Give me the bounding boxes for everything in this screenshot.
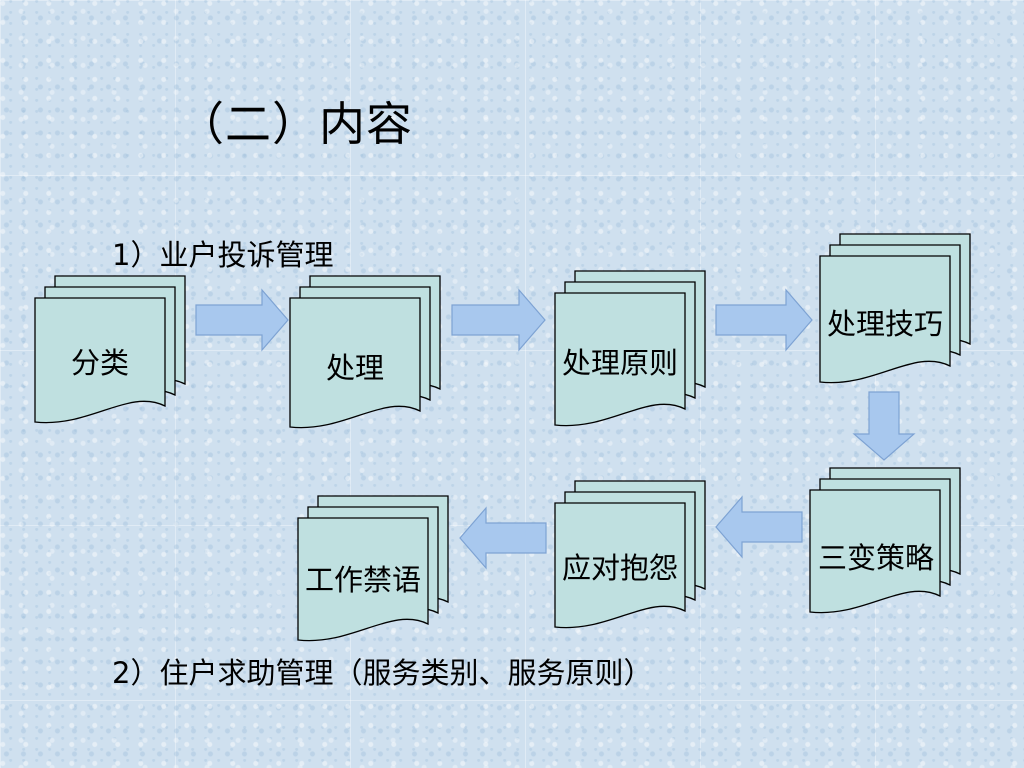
- document-page-front: [554, 292, 686, 427]
- flow-node-handle: 处理: [289, 275, 441, 429]
- document-page-front: [297, 517, 429, 642]
- document-page-front: [819, 255, 951, 384]
- flow-node-label: 处理技巧: [827, 307, 943, 341]
- document-page-front: [34, 297, 166, 424]
- slide-title: （二）内容: [178, 97, 413, 151]
- section1-label: 1）业户投诉管理: [112, 238, 334, 272]
- flow-node-principles: 处理原则: [554, 270, 706, 427]
- section2-label: 2）住户求助管理（服务类别、服务原则）: [112, 656, 653, 690]
- flow-node-classify: 分类: [34, 275, 186, 424]
- flow-node-label: 应对抱怨: [562, 551, 678, 585]
- flow-arrow-techniques-to-three-changes: [852, 391, 916, 461]
- flow-node-label: 处理原则: [562, 346, 678, 380]
- document-page-front: [554, 502, 686, 629]
- document-page-front: [289, 297, 421, 429]
- flow-node-taboo-words: 工作禁语: [297, 495, 449, 642]
- flow-arrow-classify-to-handle: [195, 288, 289, 352]
- flow-node-respond-complaints: 应对抱怨: [554, 480, 706, 629]
- flow-node-three-changes: 三变策略: [809, 467, 961, 614]
- arrows-layer: [195, 288, 916, 570]
- flow-arrow-principles-to-techniques: [715, 288, 813, 352]
- flow-arrow-three-changes-to-respond-complaints: [715, 495, 803, 559]
- flow-node-label: 三变策略: [818, 541, 934, 575]
- document-page-front: [809, 489, 941, 614]
- flow-arrow-respond-complaints-to-taboo-words: [459, 506, 547, 570]
- flow-arrow-handle-to-principles: [451, 288, 546, 352]
- flow-node-label: 处理: [326, 351, 384, 385]
- flow-node-label: 工作禁语: [305, 563, 421, 597]
- flow-node-techniques: 处理技巧: [819, 233, 971, 384]
- flow-node-label: 分类: [71, 346, 129, 380]
